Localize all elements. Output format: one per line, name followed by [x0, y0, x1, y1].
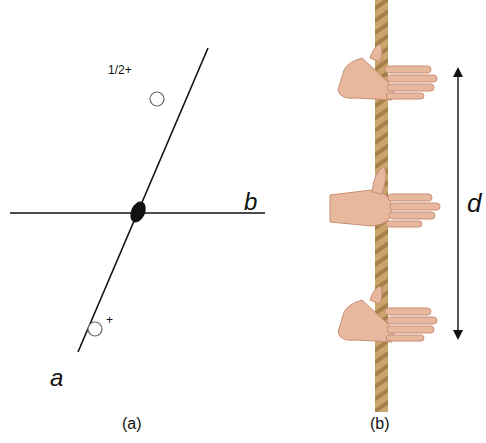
hand	[338, 286, 437, 342]
circle-marker	[150, 92, 164, 106]
dimension-arrow	[457, 72, 458, 335]
line-name: a	[50, 366, 63, 390]
charge-label: +	[106, 314, 113, 326]
panel-label: (a)	[122, 416, 142, 432]
line-name: b	[244, 190, 257, 214]
panel-label: (b)	[370, 416, 390, 432]
line-a	[78, 48, 208, 352]
crossing-point	[127, 199, 148, 225]
hand	[338, 44, 437, 100]
charge-label: 1/2+	[108, 64, 132, 76]
hand	[330, 166, 440, 227]
dimension-label: d	[467, 190, 481, 216]
circle-marker	[88, 322, 102, 336]
